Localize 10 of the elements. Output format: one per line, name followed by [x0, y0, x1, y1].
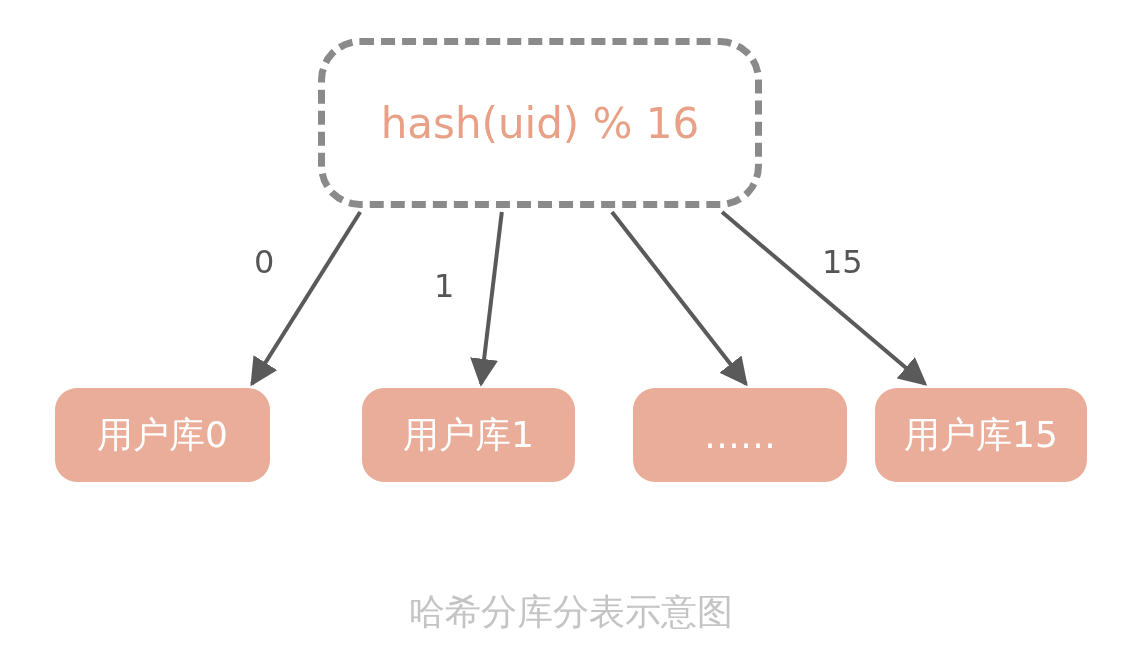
arrow	[250, 210, 362, 387]
database-box: 用户库0	[55, 388, 270, 482]
arrow	[610, 210, 748, 387]
database-box: ……	[633, 388, 847, 482]
arrow	[470, 211, 504, 387]
formula-box: hash(uid) % 16	[318, 38, 762, 208]
database-box: 用户库15	[875, 388, 1087, 482]
arrow	[720, 210, 928, 386]
caption: 哈希分库分表示意图	[408, 590, 734, 634]
database-box: 用户库1	[362, 388, 575, 482]
